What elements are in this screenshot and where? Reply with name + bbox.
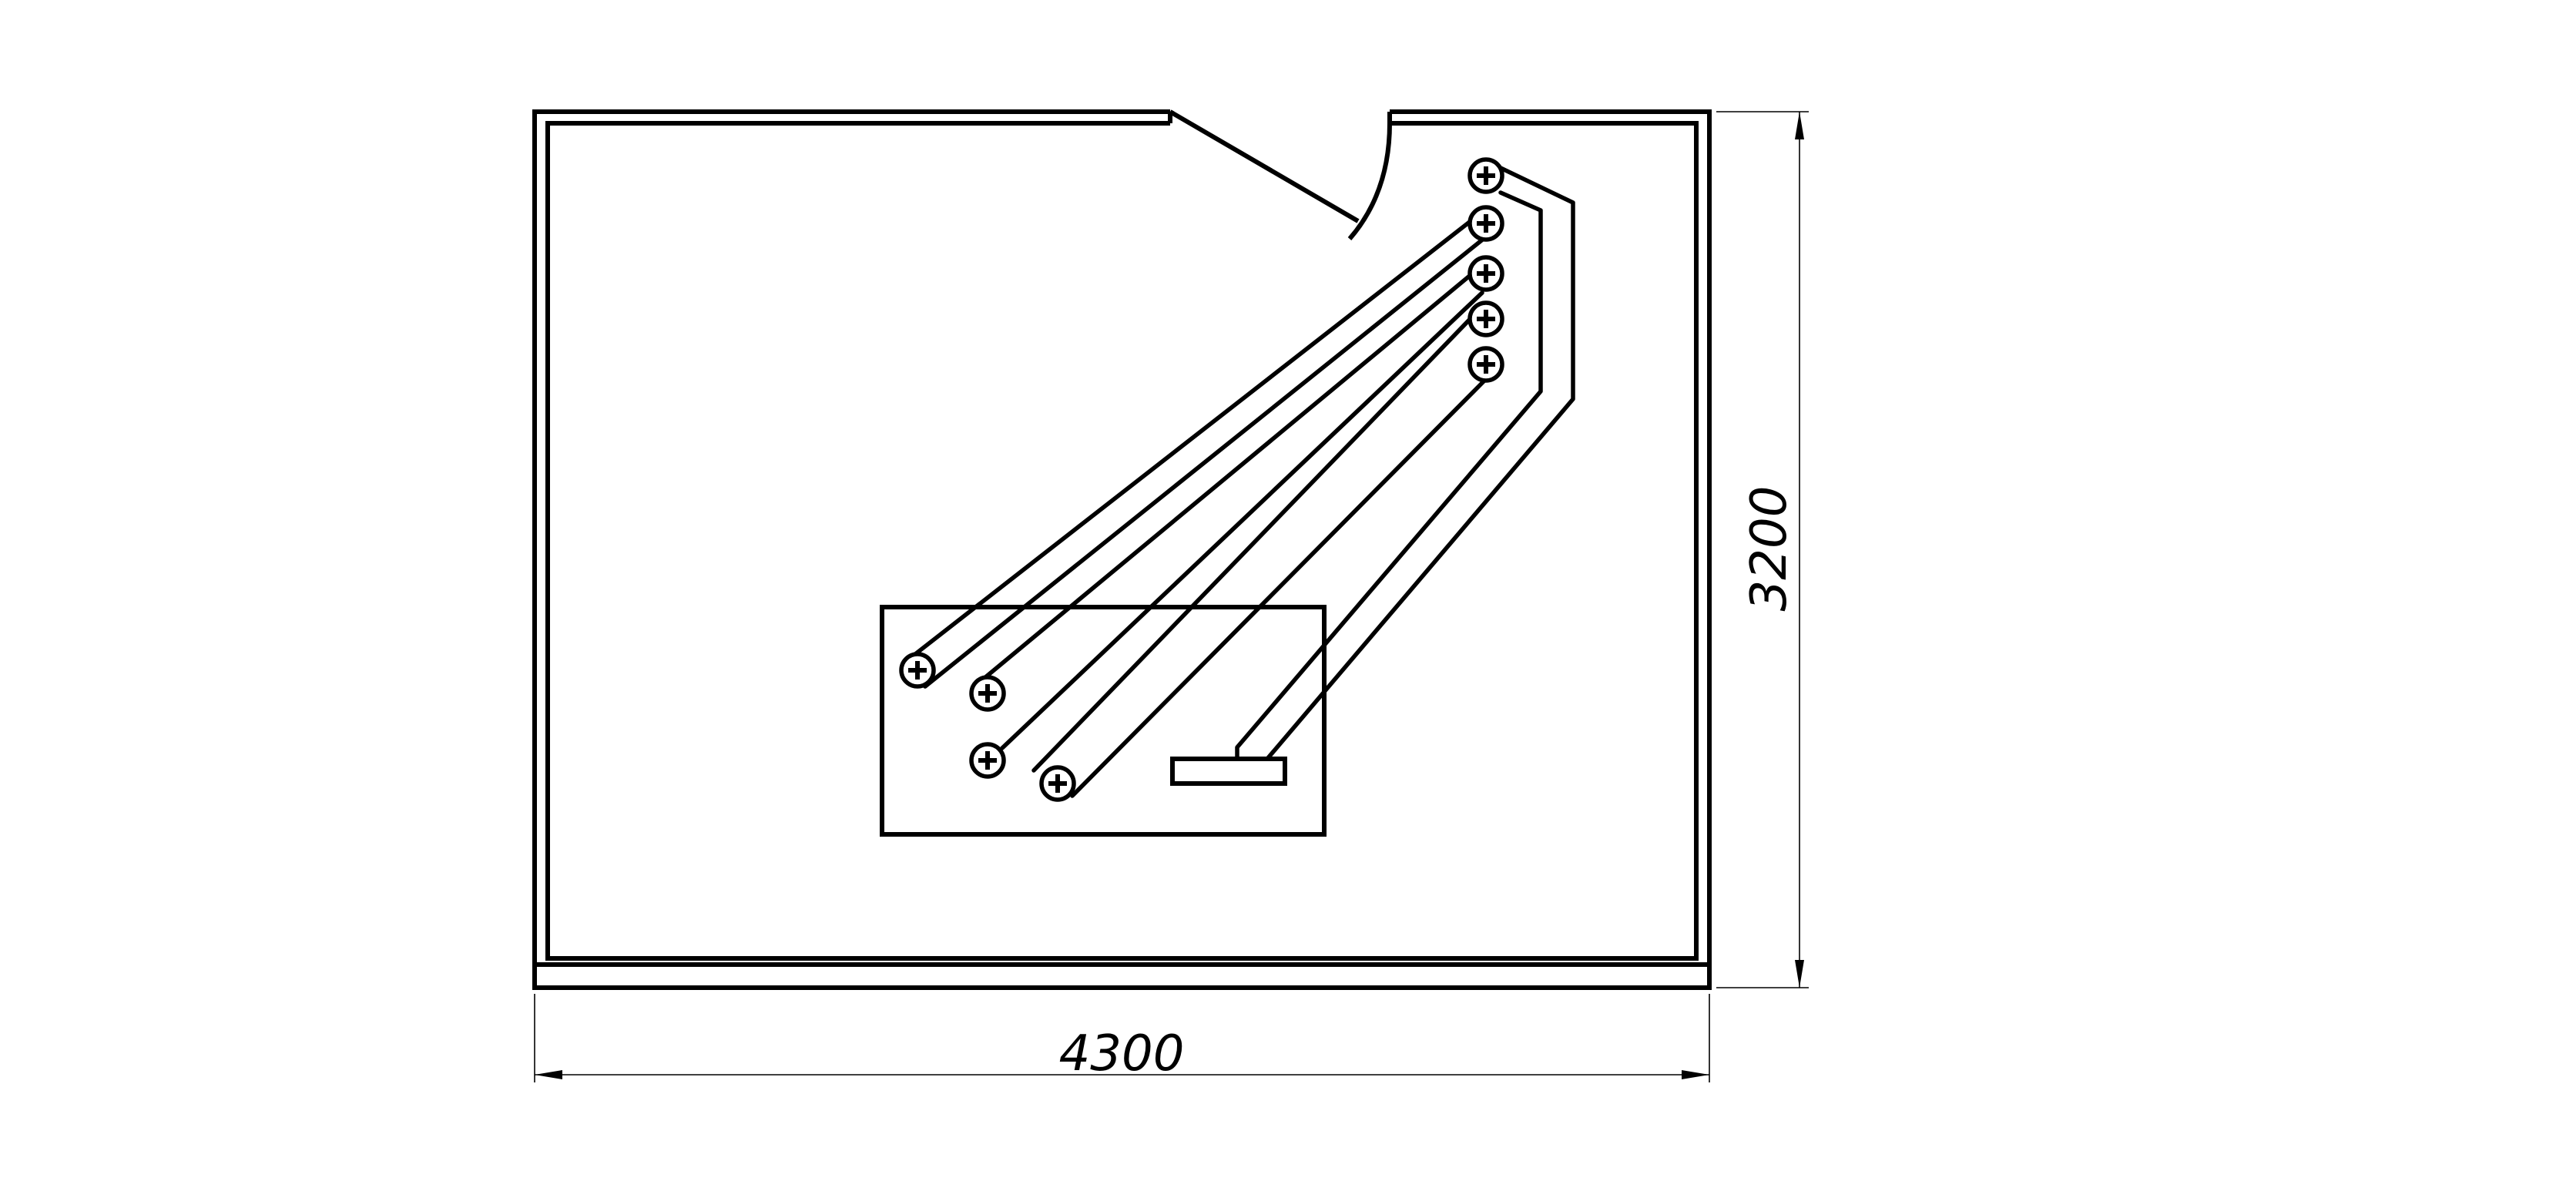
arrowhead-left [535, 1070, 562, 1079]
dimension-height-label: 3200 [1741, 486, 1798, 612]
cable-harness [909, 166, 1575, 798]
terminal-column-right [1467, 157, 1504, 383]
terminal-plus-icon [1467, 255, 1504, 292]
terminal-plus-icon [969, 742, 1006, 779]
cable-3-lower-edge [1070, 375, 1490, 798]
terminal-plus-icon [969, 675, 1006, 712]
cable-4-inner [1235, 190, 1543, 761]
cable-2-upper-edge [978, 265, 1482, 684]
terminal-group-panel [899, 652, 1076, 802]
terminal-plus-icon [1467, 157, 1504, 194]
cable-1-lower-edge [923, 230, 1494, 689]
cable-3-upper-edge [1031, 307, 1482, 773]
room-walls [532, 109, 1712, 990]
cable-2-lower-edge [1000, 290, 1484, 750]
dimension-width-label: 4300 [1059, 1025, 1185, 1082]
terminal-plus-icon [1039, 765, 1076, 802]
arrowhead-right [1682, 1070, 1709, 1079]
cable-1-upper-edge [909, 208, 1487, 659]
terminal-plus-icon [1467, 205, 1504, 242]
equipment-panel [880, 605, 1327, 837]
panel-connector-block [1170, 757, 1287, 786]
room-outer-wall [532, 109, 1712, 990]
dimension-height: 3200 [1716, 111, 1809, 988]
cable-4-outer [1265, 166, 1575, 761]
dimension-width: 4300 [534, 994, 1710, 1082]
arrowhead-bottom [1795, 960, 1804, 988]
door-leaf [1169, 109, 1360, 223]
arrowhead-top [1795, 112, 1804, 139]
terminal-plus-icon [1467, 346, 1504, 383]
door-swing-arc [1347, 122, 1392, 240]
terminal-plus-icon [899, 652, 936, 689]
room-inner-wall [545, 121, 1699, 961]
terminal-plus-icon [1467, 300, 1504, 337]
door [1169, 109, 1392, 240]
